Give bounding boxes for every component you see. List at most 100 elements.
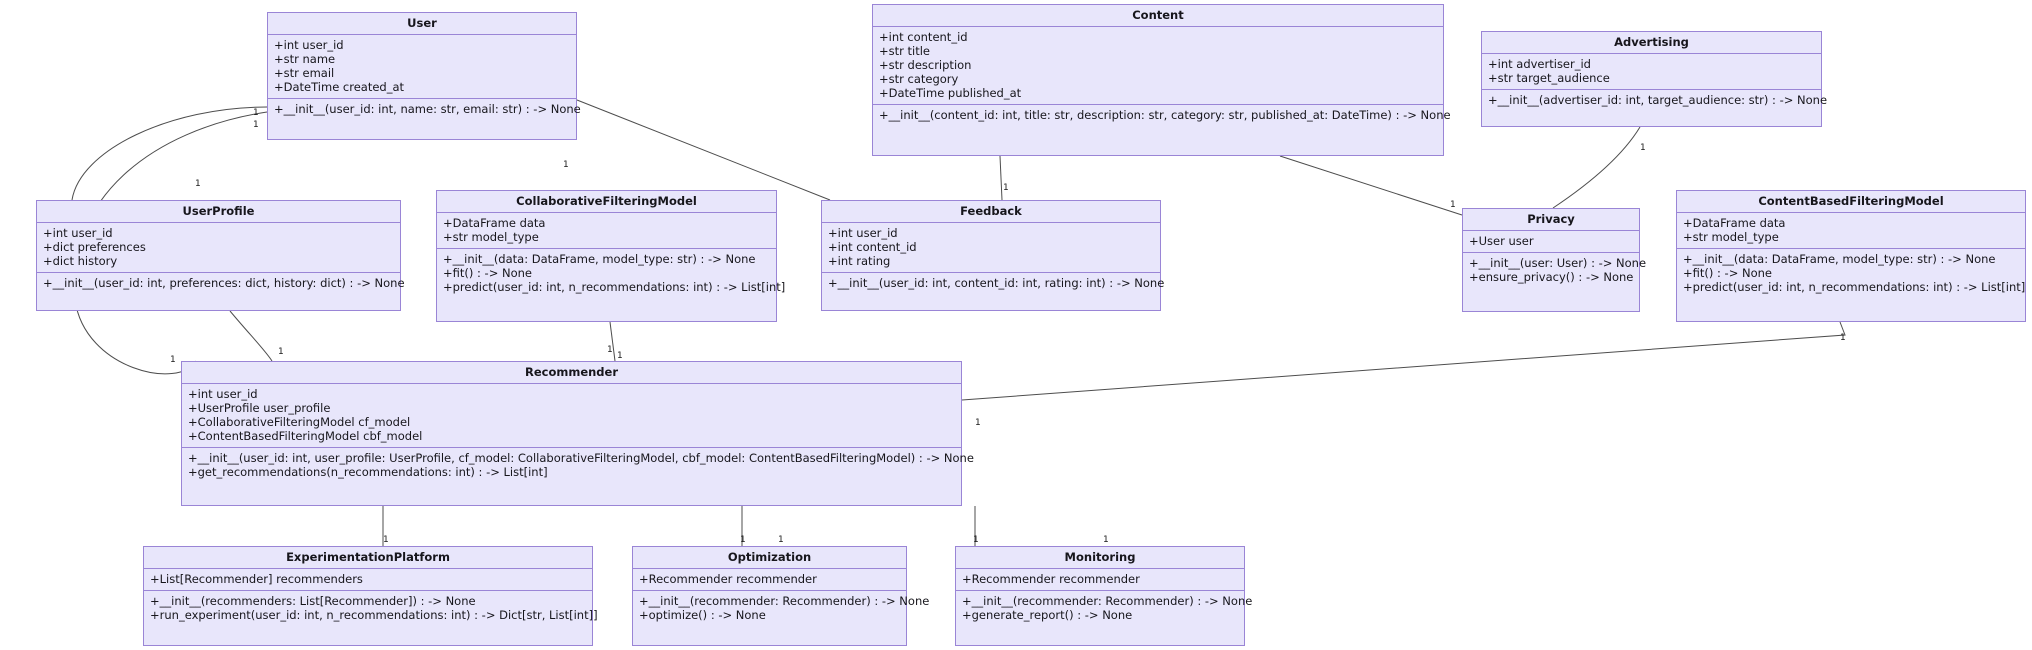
- uml-attribute: +DateTime published_at: [879, 86, 1022, 101]
- uml-attribute: +int user_id: [43, 226, 113, 240]
- uml-attributes-section: +int user_id+dict preferences+dict histo…: [37, 223, 400, 274]
- multiplicity-label: 1: [1003, 183, 1009, 193]
- uml-methods-section: +__init__(user: User) : -> None+ensure_p…: [1463, 253, 1647, 288]
- multiplicity-label: 1: [1840, 333, 1846, 343]
- uml-method: +__init__(content_id: int, title: str, d…: [879, 108, 1451, 123]
- uml-methods-section: +__init__(recommender: Recommender) : ->…: [633, 591, 930, 626]
- uml-method: +__init__(user_id: int, user_profile: Us…: [188, 451, 974, 466]
- association-edge: [609, 321, 616, 362]
- uml-class-cfmodel[interactable]: CollaborativeFilteringModel+DataFrame da…: [436, 190, 786, 322]
- uml-class-title: Monitoring: [956, 547, 1244, 569]
- uml-class-title: Recommender: [182, 362, 961, 384]
- multiplicity-label: 1: [975, 418, 981, 428]
- uml-attribute: +UserProfile user_profile: [188, 401, 331, 416]
- association-edge: [576, 99, 831, 201]
- association-edge: [1279, 155, 1463, 216]
- multiplicity-label: 1: [563, 160, 569, 170]
- uml-method: +__init__(user_id: int, content_id: int,…: [828, 276, 1165, 291]
- uml-method: +__init__(user_id: int, preferences: dic…: [43, 276, 405, 291]
- uml-attributes-section: +int advertiser_id+str target_audience: [1482, 54, 1821, 91]
- uml-class-title: User: [268, 13, 576, 35]
- uml-attribute: +str target_audience: [1488, 71, 1610, 86]
- uml-attribute: +Recommender recommender: [962, 572, 1140, 586]
- uml-class-recommender[interactable]: Recommender +int user_id+UserProfile user…: [181, 361, 974, 506]
- uml-class-feedback[interactable]: Feedback+int user_id+int content_id+int …: [821, 200, 1165, 311]
- uml-attribute: +str model_type: [443, 230, 539, 245]
- uml-attributes-section: +DataFrame data+str model_type: [437, 213, 776, 250]
- uml-attributes-section: +int content_id+str title+str descriptio…: [873, 27, 1443, 106]
- multiplicity-label: 1: [195, 179, 201, 189]
- uml-methods-section: +__init__(recommender: Recommender) : ->…: [956, 591, 1253, 626]
- uml-attributes-section: +List[Recommender] recommenders: [144, 569, 592, 592]
- uml-method: +predict(user_id: int, n_recommendations…: [1683, 280, 2026, 295]
- uml-attribute: +str description: [879, 58, 972, 73]
- uml-method: +__init__(user: User) : -> None: [1469, 256, 1647, 271]
- uml-attribute: +str name: [274, 52, 336, 67]
- uml-class-advertising[interactable]: Advertising+int advertiser_id+str target…: [1481, 31, 1827, 127]
- uml-method: +run_experiment(user_id: int, n_recommen…: [150, 608, 598, 623]
- uml-method: +__init__(user_id: int, name: str, email…: [274, 102, 581, 117]
- uml-attributes-section: +int user_id+int content_id+int rating: [822, 223, 1160, 274]
- uml-class-title: Content: [873, 5, 1443, 27]
- uml-class-title: ExperimentationPlatform: [144, 547, 592, 569]
- uml-methods-section: +__init__(recommenders: List[Recommender…: [144, 591, 598, 626]
- uml-class-user[interactable]: User+int user_id+str name+str email+Date…: [267, 12, 581, 140]
- uml-class-monitoring[interactable]: Monitoring +Recommender recommender +__ini…: [955, 546, 1253, 646]
- association-edge: [71, 106, 268, 201]
- uml-attribute: +Recommender recommender: [639, 572, 817, 586]
- multiplicity-label: 1: [253, 120, 259, 130]
- uml-method: +optimize() : -> None: [639, 608, 766, 623]
- uml-methods-section: +__init__(user_id: int, name: str, email…: [268, 99, 581, 120]
- multiplicity-label: 1: [617, 351, 623, 361]
- uml-method: +fit() : -> None: [443, 266, 532, 281]
- uml-attribute: +int user_id: [188, 387, 258, 401]
- uml-method: +__init__(recommender: Recommender) : ->…: [962, 594, 1253, 609]
- uml-attribute: +ContentBasedFilteringModel cbf_model: [188, 429, 423, 444]
- uml-attribute: +dict preferences: [43, 240, 146, 255]
- uml-attribute: +List[Recommender] recommenders: [150, 572, 363, 586]
- uml-class-title: Feedback: [822, 201, 1160, 223]
- uml-method: +get_recommendations(n_recommendations: …: [188, 465, 548, 480]
- uml-attribute: +CollaborativeFilteringModel cf_model: [188, 415, 411, 430]
- multiplicity-label: 1: [1103, 535, 1109, 545]
- uml-methods-section: +__init__(data: DataFrame, model_type: s…: [1677, 249, 2025, 298]
- uml-attribute: +dict history: [43, 254, 118, 269]
- uml-method: +__init__(recommenders: List[Recommender…: [150, 594, 476, 609]
- uml-methods-section: +__init__(user_id: int, preferences: dic…: [37, 273, 405, 294]
- uml-attribute: +DateTime created_at: [274, 80, 405, 95]
- uml-attribute: +int rating: [828, 254, 891, 269]
- uml-methods-section: +__init__(data: DataFrame, model_type: s…: [437, 249, 786, 298]
- uml-attribute: +int content_id: [828, 240, 917, 255]
- uml-class-title: Advertising: [1482, 32, 1821, 54]
- association-edge: [961, 321, 1846, 401]
- multiplicity-label: 1: [973, 535, 979, 545]
- multiplicity-label: 1: [607, 345, 613, 355]
- uml-attribute: +int content_id: [879, 30, 968, 44]
- association-edge: [999, 155, 1003, 201]
- uml-class-title: CollaborativeFilteringModel: [437, 191, 776, 213]
- uml-class-title: Optimization: [633, 547, 906, 569]
- uml-attribute: +str title: [879, 44, 931, 59]
- uml-class-userprofile[interactable]: UserProfile+int user_id+dict preferences…: [36, 200, 405, 311]
- uml-attributes-section: +Recommender recommender: [633, 569, 906, 592]
- multiplicity-label: 1: [778, 535, 784, 545]
- uml-methods-section: +__init__(user_id: int, user_profile: Us…: [182, 448, 974, 483]
- uml-class-title: Privacy: [1463, 209, 1639, 231]
- uml-method: +__init__(data: DataFrame, model_type: s…: [1683, 252, 1996, 267]
- uml-method: +ensure_privacy() : -> None: [1469, 270, 1634, 285]
- multiplicity-label: 1: [278, 347, 284, 357]
- uml-method: +__init__(data: DataFrame, model_type: s…: [443, 252, 756, 267]
- multiplicity-label: 1: [1450, 200, 1456, 210]
- uml-attributes-section: +Recommender recommender: [956, 569, 1244, 592]
- association-edge: [1552, 126, 1641, 209]
- uml-class-content[interactable]: Content+int content_id+str title+str des…: [872, 4, 1451, 156]
- uml-attribute: +int user_id: [274, 38, 344, 52]
- uml-class-optimization[interactable]: Optimization +Recommender recommender +__i…: [632, 546, 930, 646]
- uml-method: +__init__(recommender: Recommender) : ->…: [639, 594, 930, 609]
- uml-methods-section: +__init__(user_id: int, content_id: int,…: [822, 273, 1165, 294]
- uml-class-cbfmodel[interactable]: ContentBasedFilteringModel+DataFrame dat…: [1676, 190, 2026, 322]
- uml-class-privacy[interactable]: Privacy+User user+__init__(user: User) :…: [1462, 208, 1647, 312]
- multiplicity-label: 1: [1640, 143, 1646, 153]
- uml-method: +predict(user_id: int, n_recommendations…: [443, 280, 786, 295]
- uml-class-experimentation[interactable]: ExperimentationPlatform +List[Recommender…: [143, 546, 598, 646]
